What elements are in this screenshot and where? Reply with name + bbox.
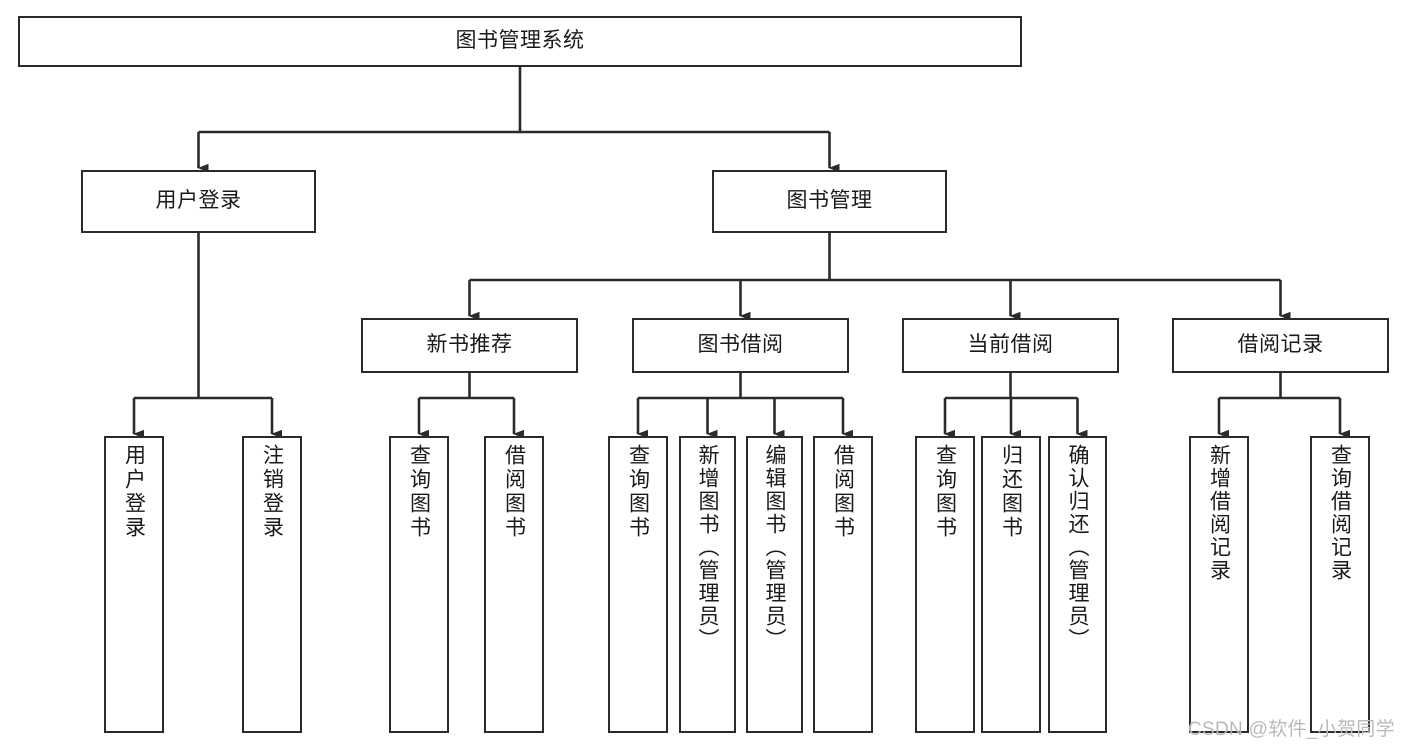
node-label: 编辑图书（管理员） <box>763 444 786 651</box>
node-bookmgmt[interactable]: 图书管理 <box>712 170 947 233</box>
node-leaf-rec-add[interactable]: 新增借阅记录 <box>1189 436 1249 733</box>
node-leaf-bor-query[interactable]: 查询图书 <box>608 436 668 733</box>
node-login[interactable]: 用户登录 <box>81 170 316 233</box>
node-label: 新增借阅记录 <box>1207 444 1231 582</box>
node-label: 当前借阅 <box>967 333 1054 357</box>
node-label: 查询图书 <box>933 444 957 540</box>
node-label: 用户登录 <box>155 189 242 213</box>
node-label: 新增图书（管理员） <box>696 444 719 651</box>
node-label: 注销登录 <box>260 444 284 540</box>
node-leaf-cur-query[interactable]: 查询图书 <box>915 436 975 733</box>
node-label: 查询图书 <box>407 444 431 540</box>
node-label: 归还图书 <box>999 444 1023 540</box>
node-leaf-user-logout[interactable]: 注销登录 <box>242 436 302 733</box>
node-leaf-bor-add[interactable]: 新增图书（管理员） <box>679 436 736 733</box>
node-leaf-cur-confirm[interactable]: 确认归还（管理员） <box>1048 436 1107 733</box>
node-label: 借阅图书 <box>831 444 855 540</box>
node-records[interactable]: 借阅记录 <box>1172 318 1389 373</box>
node-leaf-new-borrow[interactable]: 借阅图书 <box>484 436 544 733</box>
node-label: 查询图书 <box>626 444 650 540</box>
watermark: CSDN @软件_小贺同学 <box>1188 719 1395 740</box>
node-label: 新书推荐 <box>426 333 513 357</box>
node-label: 图书借阅 <box>697 333 784 357</box>
node-borrow[interactable]: 图书借阅 <box>632 318 849 373</box>
node-leaf-cur-return[interactable]: 归还图书 <box>981 436 1041 733</box>
node-leaf-bor-edit[interactable]: 编辑图书（管理员） <box>746 436 803 733</box>
node-label: 借阅图书 <box>502 444 526 540</box>
node-leaf-bor-lend[interactable]: 借阅图书 <box>813 436 873 733</box>
node-leaf-user-login[interactable]: 用户登录 <box>104 436 164 733</box>
node-label: 查询借阅记录 <box>1328 444 1352 582</box>
node-leaf-rec-query[interactable]: 查询借阅记录 <box>1310 436 1370 733</box>
node-label: 图书管理 <box>786 189 873 213</box>
node-label: 用户登录 <box>122 444 146 540</box>
node-label: 确认归还（管理员） <box>1066 444 1089 651</box>
node-newbooks[interactable]: 新书推荐 <box>361 318 578 373</box>
node-leaf-new-query[interactable]: 查询图书 <box>389 436 449 733</box>
node-label: 图书管理系统 <box>455 29 585 53</box>
node-root[interactable]: 图书管理系统 <box>18 16 1022 67</box>
node-label: 借阅记录 <box>1237 333 1324 357</box>
node-current[interactable]: 当前借阅 <box>902 318 1119 373</box>
